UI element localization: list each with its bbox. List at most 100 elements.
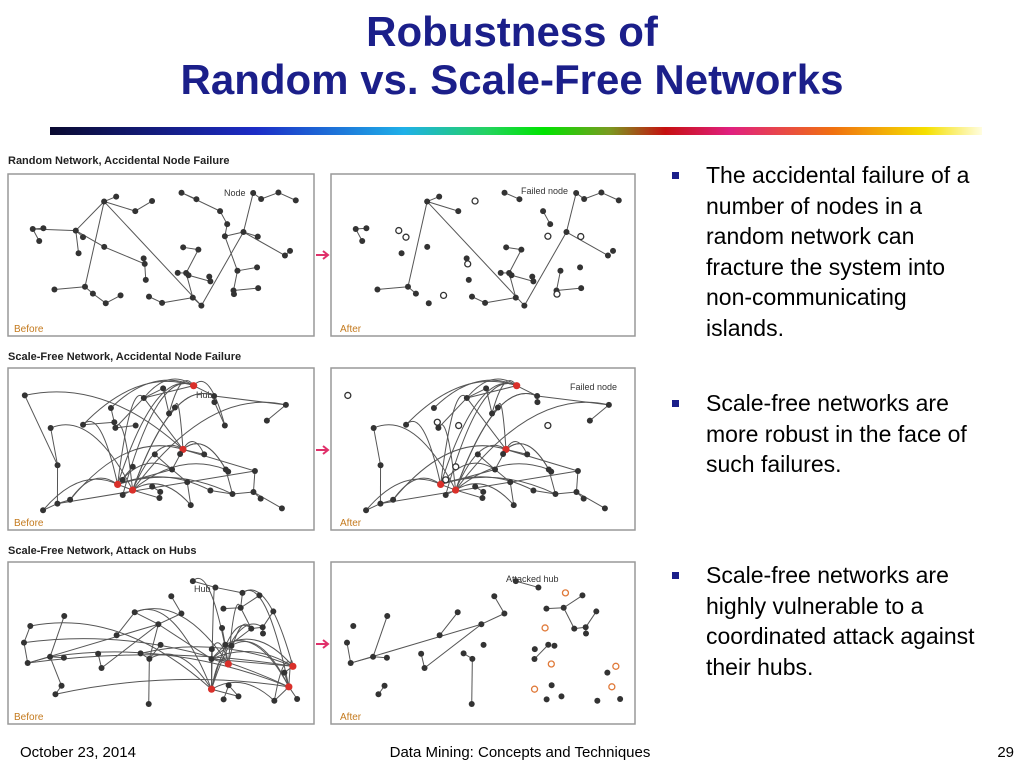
network-edge xyxy=(440,382,517,485)
network-node xyxy=(113,632,120,639)
network-node xyxy=(547,221,554,228)
network-node xyxy=(278,505,285,512)
network-node xyxy=(201,451,208,458)
network-node xyxy=(256,592,263,599)
network-node xyxy=(166,410,173,417)
network-node xyxy=(463,394,470,401)
network-edge xyxy=(405,420,442,485)
network-node xyxy=(436,632,443,639)
network-node xyxy=(47,653,54,660)
network-node xyxy=(463,255,470,262)
network-node xyxy=(89,290,96,297)
network-edge xyxy=(426,201,525,306)
network-node xyxy=(258,195,265,202)
network-edge xyxy=(104,246,145,265)
network-node xyxy=(189,578,196,585)
bullet-item: Scale-free networks are highly vulnerabl… xyxy=(668,560,976,682)
network-node xyxy=(254,233,261,240)
network-edge xyxy=(115,397,145,429)
network-node xyxy=(374,286,381,293)
network-node xyxy=(582,624,589,631)
network-node xyxy=(47,425,54,432)
network-node xyxy=(171,404,178,411)
network-node xyxy=(617,696,624,703)
network-edge xyxy=(537,395,609,406)
network-edge xyxy=(57,470,256,505)
arrow-icon xyxy=(316,445,330,455)
network-node xyxy=(228,642,235,649)
failed-node xyxy=(544,232,552,240)
network-node xyxy=(540,208,547,215)
network-node xyxy=(281,669,288,676)
network-edge xyxy=(54,286,86,290)
network-node xyxy=(40,225,47,232)
network-node xyxy=(521,302,528,309)
network-node xyxy=(551,642,558,649)
network-edge xyxy=(372,615,388,657)
network-node xyxy=(557,267,564,274)
network-node xyxy=(189,294,196,301)
network-node xyxy=(224,221,231,228)
network-edge xyxy=(132,463,226,491)
network-node xyxy=(101,198,108,205)
network-node xyxy=(465,276,472,283)
network-node xyxy=(254,264,261,271)
network-node xyxy=(54,500,61,507)
title-line-1: Robustness of xyxy=(366,8,658,55)
network-node xyxy=(129,463,136,470)
failed-node xyxy=(544,421,552,430)
network-node xyxy=(501,189,508,196)
network-edge xyxy=(132,489,160,499)
bullet-text: Scale-free networks are highly vulnerabl… xyxy=(706,562,975,680)
network-node xyxy=(500,450,507,457)
network-node xyxy=(363,225,370,232)
network-edge xyxy=(440,469,496,485)
network-node xyxy=(574,467,581,474)
network-edge xyxy=(237,266,258,272)
failed-node xyxy=(344,391,352,400)
network-edge xyxy=(211,681,275,702)
network-edge xyxy=(193,380,226,426)
network-edge xyxy=(188,274,211,282)
arrow-icon xyxy=(316,639,330,649)
network-edge xyxy=(509,482,515,506)
network-node xyxy=(586,417,593,424)
network-node xyxy=(132,422,139,429)
title-gradient-rule xyxy=(50,127,982,135)
network-node xyxy=(81,283,88,290)
network-node xyxy=(193,196,200,203)
hub-node xyxy=(224,660,232,668)
network-node xyxy=(156,495,163,502)
network-node xyxy=(548,468,555,475)
network-edge xyxy=(116,611,136,636)
network-edge xyxy=(23,638,290,688)
title-line-2: Random vs. Scale-Free Networks xyxy=(180,56,844,103)
slide-title: Robustness of Random vs. Scale-Free Netw… xyxy=(0,8,1024,104)
network-edge xyxy=(42,478,118,511)
network-node xyxy=(489,410,496,417)
network-node xyxy=(563,229,570,236)
network-node xyxy=(579,592,586,599)
network-node xyxy=(558,693,565,700)
network-node xyxy=(54,462,61,469)
random-network-after xyxy=(352,189,622,309)
network-node xyxy=(146,655,153,662)
network-node xyxy=(111,419,118,426)
network-node xyxy=(185,272,192,279)
network-node xyxy=(95,650,102,657)
network-node xyxy=(560,604,567,611)
network-node xyxy=(343,639,350,646)
node-callout: Node xyxy=(224,188,246,198)
network-node xyxy=(381,682,388,689)
network-node xyxy=(221,233,228,240)
failed-node xyxy=(433,418,441,426)
network-edge xyxy=(82,380,194,426)
hub-node xyxy=(451,486,460,494)
bullet-item: Scale-free networks are more robust in t… xyxy=(668,388,976,480)
network-edge xyxy=(55,678,289,695)
network-node xyxy=(169,466,176,473)
network-node xyxy=(187,502,194,509)
network-edge xyxy=(266,404,287,422)
failed-node xyxy=(402,233,410,241)
network-edge xyxy=(477,454,496,470)
